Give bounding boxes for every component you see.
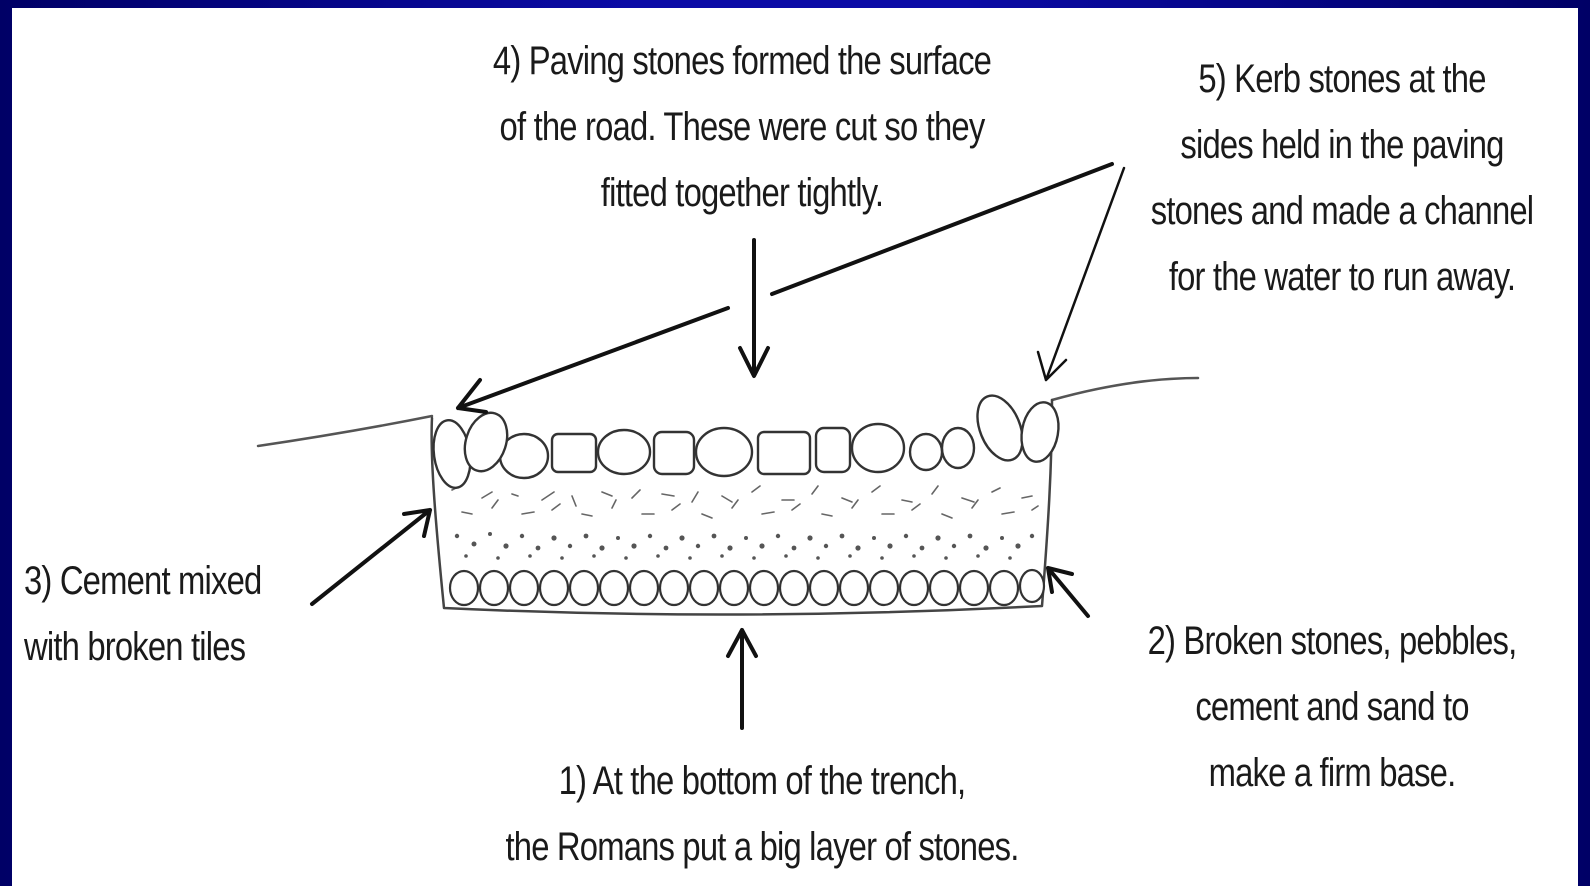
ground-line-right xyxy=(1052,378,1198,400)
arrow-kerb-left xyxy=(458,164,1112,412)
paving-stone-layer xyxy=(500,424,974,478)
pebble-layer xyxy=(455,532,1034,560)
arrow-bottom-layer xyxy=(728,630,756,728)
arrow-broken-stones xyxy=(1048,568,1088,616)
kerb-stone-right xyxy=(1017,399,1063,464)
arrow-cement xyxy=(312,510,430,604)
ground-line-left xyxy=(258,416,432,446)
diagram-panel: 4) Paving stones formed the surface of t… xyxy=(12,8,1578,886)
arrow-paving xyxy=(740,240,768,376)
cement-layer xyxy=(452,486,1038,518)
arrow-kerb-right xyxy=(1038,168,1124,380)
road-cross-section-drawing xyxy=(12,8,1578,886)
bottom-stone-layer xyxy=(450,570,1044,605)
